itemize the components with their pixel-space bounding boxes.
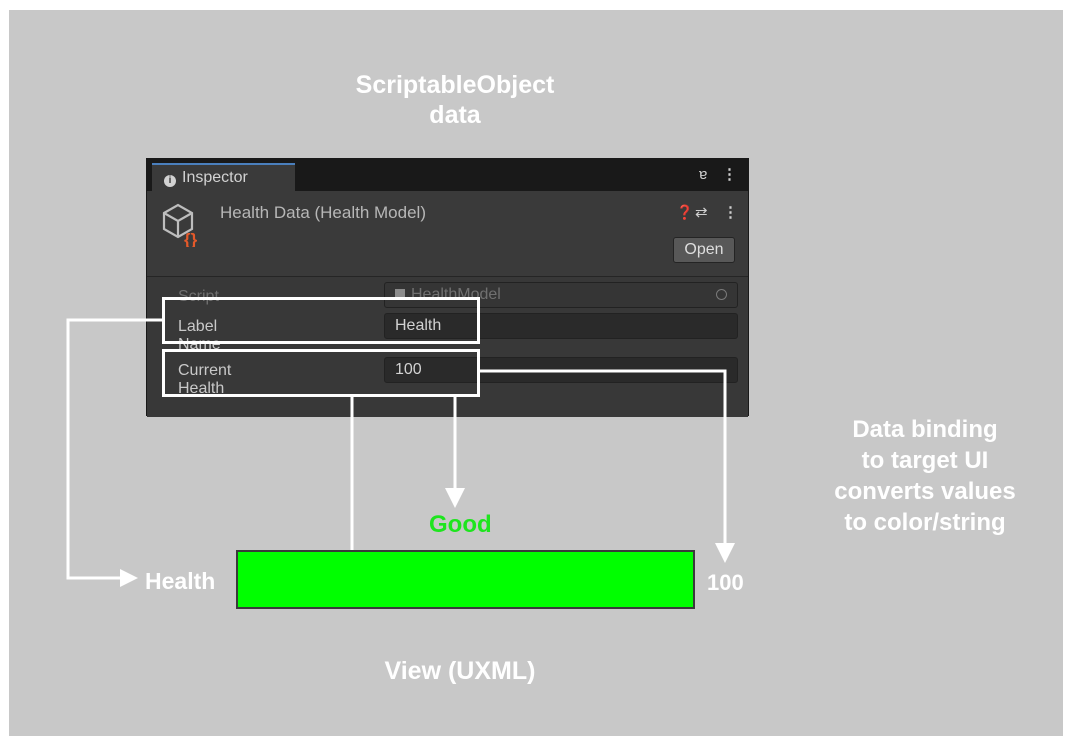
script-field: HealthModel (384, 282, 738, 308)
asset-title: Health Data (Health Model) (220, 203, 426, 222)
help-icon[interactable]: ❓ (676, 204, 694, 220)
inspector-panel: i Inspector ɐ ⋮ {} Health Data (Health Mo… (146, 158, 749, 417)
script-file-icon (395, 289, 405, 300)
tab-inspector[interactable]: i Inspector (152, 163, 295, 191)
health-bar-fill (238, 552, 693, 607)
value-binding-connector (480, 369, 727, 545)
value-arrowhead (715, 543, 735, 563)
preset-settings-icon[interactable]: ⇄ (695, 204, 708, 221)
scriptable-object-icon: {} (162, 203, 198, 247)
label-arrowhead (120, 569, 138, 587)
info-icon: i (164, 175, 176, 187)
view-uxml-heading: View (UXML) (384, 657, 536, 685)
label-binding-connector (66, 318, 162, 580)
label-name-field[interactable]: Health (384, 313, 738, 339)
health-status-text: Good (429, 511, 492, 538)
label-name-highlight (162, 297, 480, 344)
tab-menu-icon[interactable]: ⋮ (722, 166, 737, 183)
current-health-highlight (162, 349, 480, 397)
health-value: 100 (707, 570, 744, 595)
tab-inspector-label: Inspector (182, 169, 248, 186)
current-health-label: Current Health (178, 362, 232, 397)
svg-text:{}: {} (184, 230, 198, 247)
data-binding-note: Data binding to target UI converts value… (834, 416, 1016, 536)
lock-icon[interactable]: ɐ (699, 166, 708, 183)
inspector-header (147, 191, 748, 277)
health-bar (236, 550, 695, 609)
open-button[interactable]: Open (673, 237, 735, 263)
scriptableobject-heading: ScriptableObject data (355, 71, 555, 129)
health-label: Health (145, 568, 216, 594)
object-picker-icon[interactable] (716, 289, 727, 300)
header-menu-icon[interactable]: ⋮ (723, 204, 738, 221)
script-label: Script (178, 288, 219, 305)
label-name-label: Label Name (178, 318, 221, 353)
status-arrowhead (445, 488, 465, 508)
